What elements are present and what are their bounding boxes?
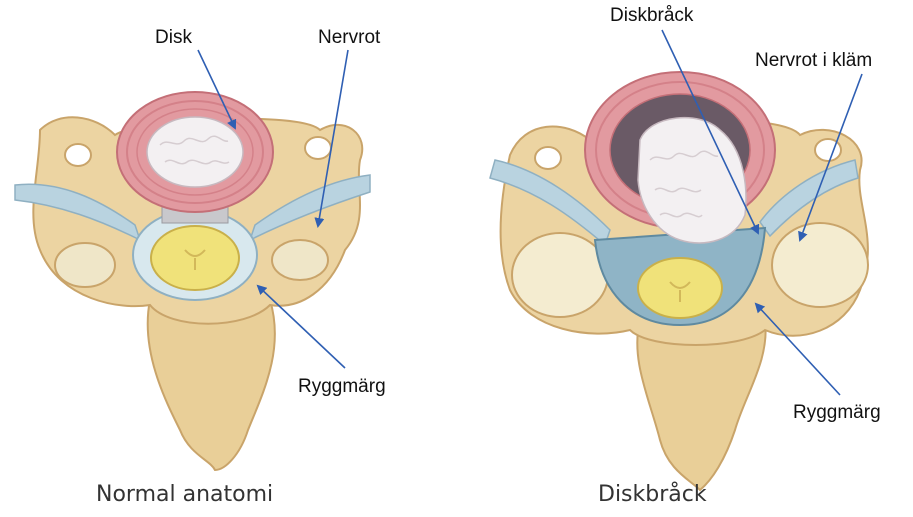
normal-facet-left <box>55 243 115 287</box>
normal-anatomy-caption: Normal anatomi <box>96 482 273 507</box>
disk-label: Disk <box>155 27 192 49</box>
herniated-foramen-left <box>535 147 561 169</box>
herniated-vertebra <box>490 72 868 490</box>
herniation-label: Diskbråck <box>610 5 693 27</box>
normal-facet-right <box>272 240 328 280</box>
normal-vertebra <box>15 92 370 470</box>
spinal-cord-label-left: Ryggmärg <box>298 376 386 398</box>
normal-spinous-process <box>148 300 275 470</box>
normal-nucleus <box>147 117 243 187</box>
spinal-cord-label-right: Ryggmärg <box>793 402 881 424</box>
herniated-facet-right <box>772 223 868 307</box>
herniated-facet-left <box>512 233 608 317</box>
normal-foramen-right <box>305 137 331 159</box>
herniated-disc-caption: Diskbråck <box>598 482 707 507</box>
nerve-root-label: Nervrot <box>318 27 380 49</box>
pinched-nerve-label: Nervrot i kläm <box>755 50 872 72</box>
normal-foramen-left <box>65 144 91 166</box>
